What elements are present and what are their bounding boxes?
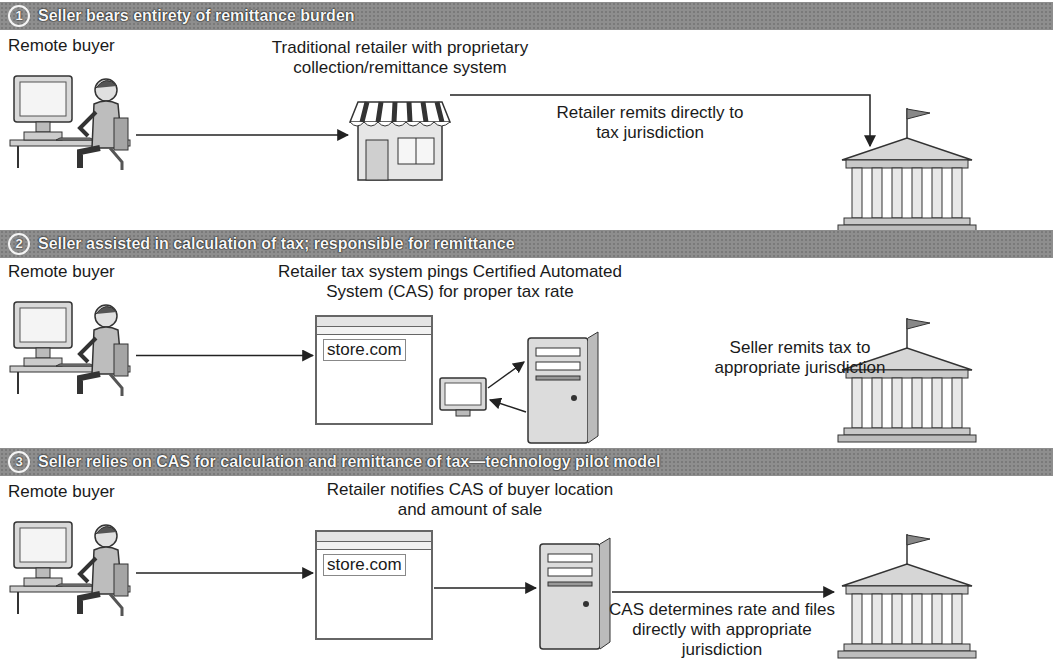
section-title: Seller assisted in calculation of tax; r…: [38, 235, 515, 253]
site-name: store.com: [323, 554, 406, 576]
remit-arrow: [450, 95, 870, 146]
buyer-illustration: [10, 302, 130, 396]
government-building: [838, 318, 976, 442]
buyer-illustration: [10, 522, 130, 616]
buyer-node: Remote buyer: [10, 288, 132, 396]
flow-arrow: [136, 355, 313, 357]
flow-arrow: [136, 134, 348, 136]
cas-server: [540, 538, 610, 649]
section-band: 3 Seller relies on CAS for calculation an…: [0, 448, 1053, 476]
step-number: 1: [8, 5, 30, 27]
annotation: Retailer remits directly to tax jurisdic…: [545, 103, 755, 143]
node-heading: Remote buyer: [8, 36, 168, 56]
ping-arrow: [488, 362, 524, 388]
site-name: store.com: [323, 339, 406, 361]
buyer-node: Remote buyer: [10, 508, 132, 616]
node-heading: Remote buyer: [8, 262, 168, 282]
government-building: [838, 108, 976, 232]
step-number: 3: [8, 451, 30, 473]
section-band: 1 Seller bears entirety of remittance bur…: [0, 2, 1053, 30]
buyer-illustration: [10, 76, 130, 170]
step-number: 2: [8, 233, 30, 255]
file-arrow: [612, 591, 834, 593]
node-heading: Remote buyer: [8, 482, 168, 502]
rate-arrow: [490, 400, 526, 412]
retailer-computer: [440, 378, 486, 416]
annotation: Retailer tax system pings Certified Auto…: [275, 262, 625, 302]
government-building: [838, 534, 976, 658]
section-title: Seller relies on CAS for calculation and…: [38, 453, 660, 471]
annotation: Retailer notifies CAS of buyer location …: [325, 480, 615, 520]
flow-arrow: [136, 572, 313, 574]
section-band: 2 Seller assisted in calculation of tax; …: [0, 230, 1053, 258]
browser-window: store.com: [315, 315, 433, 425]
annotation: Seller remits tax to appropriate jurisdi…: [700, 338, 900, 378]
annotation: CAS determines rate and files directly w…: [607, 600, 837, 660]
shop-illustration: [350, 102, 450, 180]
retailer-node: Traditional retailer with proprietary co…: [350, 100, 450, 182]
browser-window: store.com: [315, 530, 433, 640]
notify-arrow: [434, 587, 536, 589]
buyer-node: Remote buyer: [10, 62, 132, 170]
node-heading: Traditional retailer with proprietary co…: [245, 38, 555, 78]
cas-server: [528, 332, 598, 443]
section-title: Seller bears entirety of remittance burd…: [38, 7, 355, 25]
